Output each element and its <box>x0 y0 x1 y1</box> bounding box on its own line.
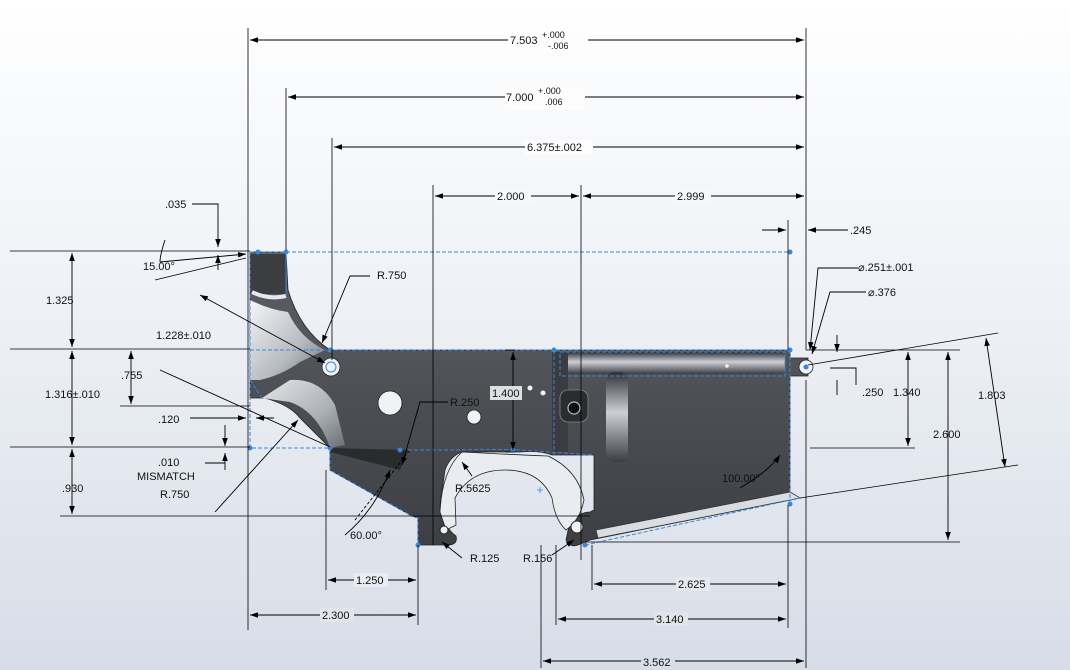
dim-overall-length[interactable]: 7.503 <box>510 35 538 47</box>
dim-2625[interactable]: 2.625 <box>678 579 706 591</box>
dim-250[interactable]: .250 <box>862 387 883 399</box>
dim-2600[interactable]: 2.600 <box>933 429 961 441</box>
dim-1400[interactable]: 1.400 <box>492 388 520 400</box>
selector-hole-inner <box>325 361 337 373</box>
radius-125[interactable]: R.125 <box>470 553 499 565</box>
dim-2000[interactable]: 2.000 <box>497 191 525 203</box>
guard-pivot-hole-front <box>439 525 449 535</box>
angle-100[interactable]: 100.00° <box>722 473 760 485</box>
dim-1340[interactable]: 1.340 <box>893 387 921 399</box>
dim-1228[interactable]: 1.228±.010 <box>156 330 211 342</box>
receiver-body[interactable] <box>249 251 814 547</box>
dim-length-7000-tol-plus: +.000 <box>538 86 561 96</box>
receiver-outline <box>249 251 809 547</box>
dim-6375[interactable]: 6.375±.002 <box>527 142 582 154</box>
radius-156[interactable]: R.156 <box>523 553 552 565</box>
dim-2300[interactable]: 2.300 <box>322 610 350 622</box>
guard-pivot-hole-rear <box>570 520 584 534</box>
angle-15[interactable]: 15.00° <box>143 261 175 273</box>
trigger-pin-hole <box>466 409 482 425</box>
grip-curve-surface <box>262 379 345 448</box>
dim-3140[interactable]: 3.140 <box>656 614 684 626</box>
radius-250[interactable]: R.250 <box>450 397 479 409</box>
upper-rail <box>560 352 785 374</box>
dim-1316[interactable]: 1.316±.010 <box>45 389 100 401</box>
bolt-catch-hole <box>567 401 581 415</box>
dim-755[interactable]: .755 <box>121 370 142 382</box>
dia-251[interactable]: ⌀.251±.001 <box>858 262 913 274</box>
dimension-labels: 7.503 +.000 -.006 7.000 +.000 .006 6.375… <box>45 30 1006 669</box>
dim-3562[interactable]: 3.562 <box>643 657 671 669</box>
trigger-guard-lip <box>330 448 408 470</box>
dim-245[interactable]: .245 <box>850 225 871 237</box>
small-detent-hole <box>527 385 533 391</box>
radius-5625[interactable]: R.5625 <box>455 483 490 495</box>
dim-1325[interactable]: 1.325 <box>46 295 74 307</box>
dim-overall-tol-plus: +.000 <box>542 30 565 40</box>
dim-2999[interactable]: 2.999 <box>677 191 705 203</box>
rail-dot <box>725 364 729 368</box>
dim-010[interactable]: .010 <box>158 457 179 469</box>
selector-hole <box>321 357 341 377</box>
dim-1803[interactable]: 1.803 <box>978 390 1006 402</box>
dim-930[interactable]: .930 <box>62 483 83 495</box>
dim-length-7000-tol-minus: .006 <box>545 97 563 107</box>
dim-120[interactable]: .120 <box>158 414 179 426</box>
mismatch-note[interactable]: MISMATCH <box>137 471 195 483</box>
radius-750-bottom[interactable]: R.750 <box>160 489 189 501</box>
dia-376[interactable]: ⌀.376 <box>868 287 896 299</box>
dim-overall-tol-minus: -.006 <box>548 41 569 51</box>
dimension-lines <box>69 37 1007 664</box>
dim-length-7000[interactable]: 7.000 <box>506 92 534 104</box>
small-detent-hole-2 <box>540 390 546 396</box>
trigger-guard-cutout <box>439 451 585 531</box>
top-tang-face <box>250 254 286 294</box>
trigger-rib <box>606 372 628 462</box>
center-mark <box>537 487 543 493</box>
hammer-pin-hole <box>377 390 403 416</box>
dim-035[interactable]: .035 <box>165 199 186 211</box>
dim-1250[interactable]: 1.250 <box>356 575 384 587</box>
extension-lines <box>10 28 1019 668</box>
angle-60[interactable]: 60.00° <box>350 530 382 542</box>
radius-750-top[interactable]: R.750 <box>377 270 406 282</box>
